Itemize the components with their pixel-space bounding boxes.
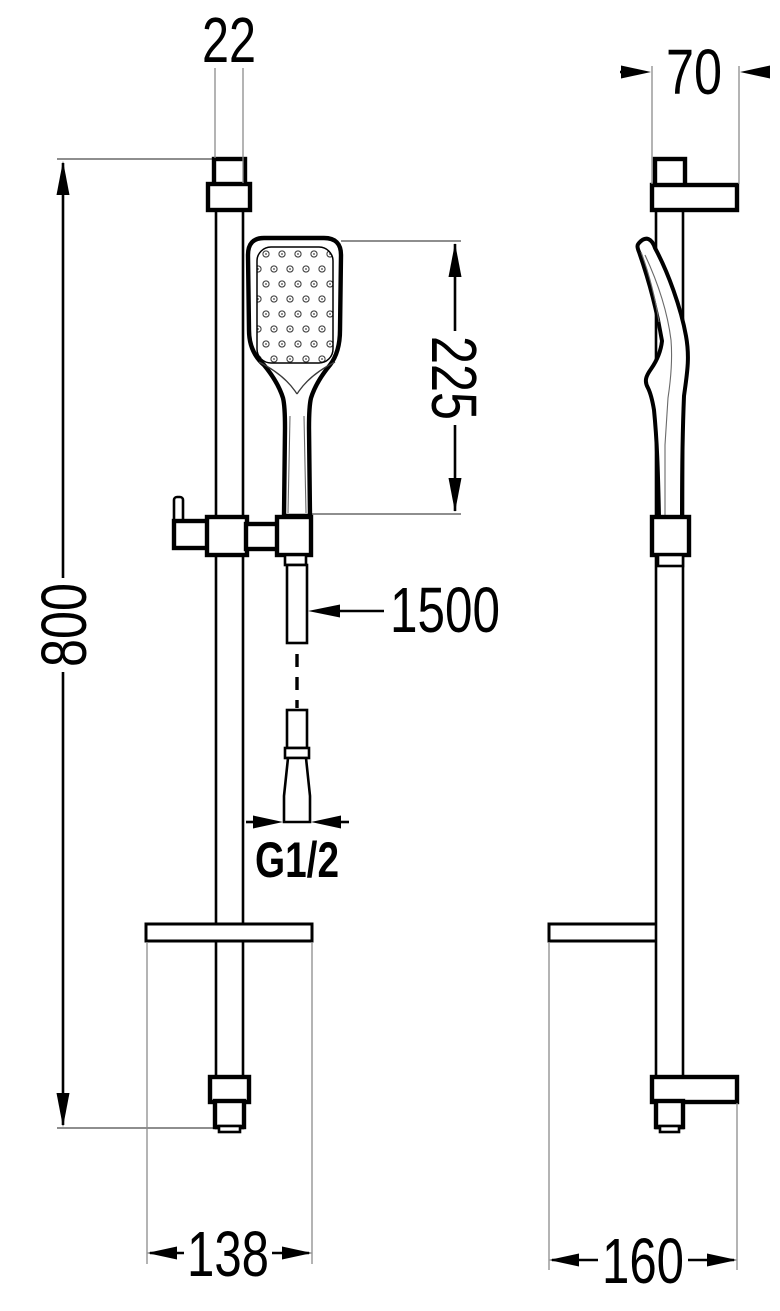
dimensions: 22 800 225 1500	[28, 4, 770, 1297]
slider-block	[204, 514, 250, 558]
handle-inner-left	[287, 415, 291, 514]
dim-wall-bracket-depth: 70	[620, 36, 770, 184]
dim-thread-size: G1/2	[246, 815, 349, 888]
holder-arm	[243, 521, 281, 552]
handle-inner-right	[303, 415, 307, 514]
rail-top-cap-side	[652, 156, 688, 189]
rail-bottom-step-front	[217, 1124, 242, 1134]
dim-front-base-width: 138	[146, 942, 313, 1290]
hose-lower-segment	[285, 708, 309, 750]
arrow-down-icon	[56, 1093, 70, 1127]
arrow-right-icon	[253, 815, 283, 829]
arrow-up-icon	[56, 161, 70, 195]
dim-label-wall-bracket-depth: 70	[666, 36, 722, 108]
dim-label-hose-length: 1500	[390, 574, 500, 646]
slider-block-side	[649, 514, 692, 558]
rail-bottom-step-side	[658, 1124, 681, 1134]
arrow-left-icon	[308, 604, 340, 618]
wall-bracket-bottom-front	[207, 1074, 252, 1105]
soap-dish-front	[144, 922, 314, 943]
arrow-left-icon	[311, 815, 341, 829]
slider-step-side	[656, 553, 685, 568]
dim-label-thread-size: G1/2	[255, 832, 339, 888]
soap-dish-side	[547, 922, 661, 943]
side-view	[547, 156, 740, 1134]
dim-label-front-base-width: 138	[187, 1218, 269, 1290]
hand-shower-front	[245, 235, 344, 519]
neck-inner-left	[258, 361, 298, 395]
dim-side-base-width: 160	[548, 942, 738, 1297]
dim-hand-shower-length: 225	[312, 240, 490, 515]
hose-upper-segment	[285, 563, 309, 645]
arrow-left-icon	[147, 1246, 177, 1260]
slider-assembly-front	[171, 495, 314, 567]
rail-bottom-cap-side	[653, 1098, 686, 1130]
hand-shower-side-contour2	[640, 251, 660, 323]
dim-rail-diameter: 22	[202, 4, 256, 183]
hand-shower-side-contour	[644, 254, 673, 515]
wall-bracket-top-side	[649, 182, 740, 213]
hand-shower-side-outline	[635, 236, 690, 519]
dim-label-rail-diameter: 22	[202, 4, 256, 76]
hand-shower-side	[635, 236, 690, 519]
dim-label-side-base-width: 160	[602, 1225, 684, 1297]
arrow-right-icon	[282, 1246, 312, 1260]
rail-front	[214, 158, 245, 1130]
spray-face	[256, 246, 334, 364]
hose-thread-connector	[282, 756, 312, 824]
holder-step	[283, 553, 308, 567]
wall-bracket-bottom-side	[649, 1074, 740, 1105]
arrow-down-icon	[448, 478, 462, 512]
shower-hose	[282, 563, 312, 824]
arrow-up-icon	[448, 243, 462, 277]
dim-rail-length: 800	[28, 161, 100, 1127]
front-view	[57, 156, 344, 1134]
arrow-left-icon	[549, 1253, 579, 1267]
dim-label-rail-length: 800	[28, 583, 100, 667]
slider-lock-lever	[171, 518, 211, 551]
wall-bracket-top-front	[205, 181, 253, 213]
arrow-left-icon	[740, 65, 770, 79]
neck-inner-right	[296, 361, 336, 395]
hand-shower-holder	[274, 514, 314, 558]
arrow-right-icon	[707, 1253, 737, 1267]
hose-nut-band	[283, 746, 311, 760]
rail-top-cap-front	[211, 156, 248, 188]
dim-hose-length: 1500	[308, 574, 500, 646]
rail-bottom-cap-front	[212, 1098, 247, 1130]
arrow-right-icon	[621, 65, 651, 79]
dim-label-hand-shower-length: 225	[418, 336, 490, 420]
